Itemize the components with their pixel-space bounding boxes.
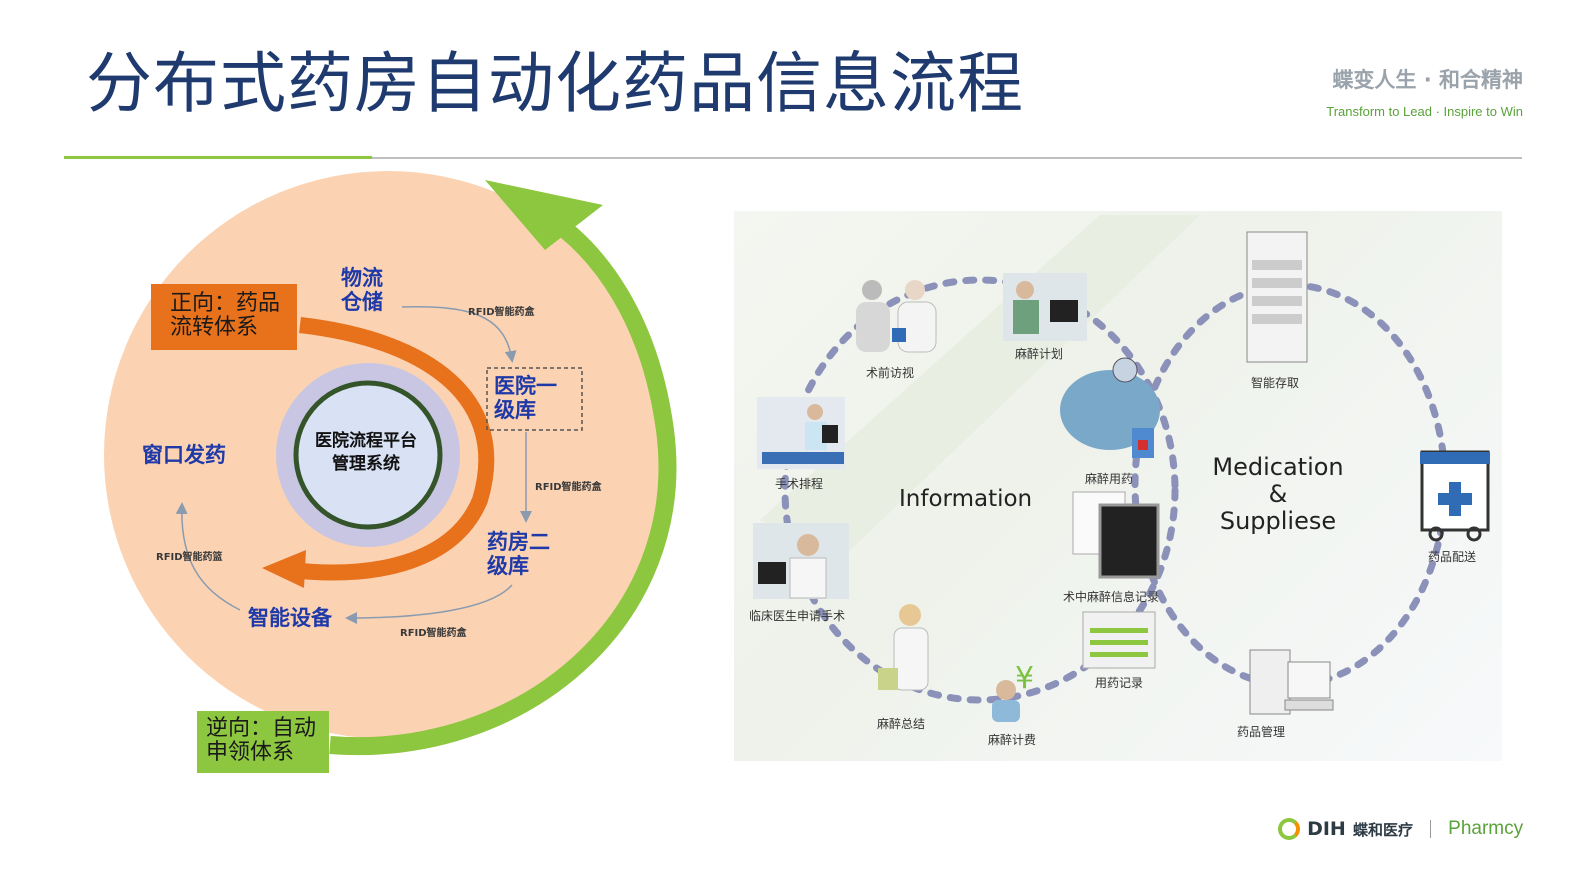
drug-delivery-icon — [1420, 450, 1490, 542]
footer-logo: DIH 蝶和医疗 Pharmcy — [1278, 818, 1523, 846]
node-logistics-line-2: 仓储 — [341, 290, 383, 314]
node-hospital-l1-line-1: 医院一 — [494, 374, 557, 398]
forward-box-label: 正向：药品 流转体系 — [170, 292, 280, 340]
forward-box — [151, 284, 297, 350]
caption-anesthesia-billing: 麻醉计费 — [988, 733, 1037, 747]
center-platform-label: 医院流程平台 管理系统 — [296, 430, 436, 476]
caption-anesthesia-drug: 麻醉用药 — [1085, 472, 1134, 486]
center-line-1: 医院流程平台 — [315, 431, 417, 451]
caption-preop-visit: 术前访视 — [866, 366, 915, 380]
forward-box-line-1: 正向：药品 — [170, 291, 281, 316]
dih-logo-icon — [1278, 818, 1300, 840]
rfid-label-a: RFID智能药盒 — [468, 307, 535, 318]
caption-smart-storage: 智能存取 — [1251, 376, 1300, 390]
medication-supplies-label: Medication & Suppliese — [1200, 454, 1356, 535]
rfid-label-b: RFID智能药盒 — [535, 482, 602, 493]
node-pharmacy-l2: 药房二 级库 — [487, 530, 550, 578]
caption-anesthesia-summary: 麻醉总结 — [877, 717, 926, 731]
forward-arc-arrow — [289, 317, 495, 581]
reverse-box — [197, 711, 329, 773]
clinician-request-icon — [753, 523, 849, 599]
forward-arrowhead — [262, 550, 306, 588]
forward-box-line-2: 流转体系 — [170, 315, 259, 340]
header-rule-accent — [64, 156, 372, 159]
caption-clinician-request: 临床医生申请手术 — [749, 609, 846, 623]
drug-record-icon — [1082, 611, 1156, 669]
center-line-2: 管理系统 — [332, 454, 400, 474]
page-title: 分布式药房自动化药品信息流程 — [86, 45, 1024, 122]
caption-intraop-record: 术中麻醉信息记录 — [1063, 590, 1160, 604]
smart-storage-icon — [1246, 231, 1308, 363]
node-window: 窗口发药 — [142, 443, 226, 467]
intraop-record-icon — [1072, 491, 1160, 579]
header-rule — [372, 157, 1522, 159]
rfid-label-c: RFID智能药盒 — [400, 628, 467, 639]
medication-line-3: Suppliese — [1219, 507, 1337, 535]
caption-drug-delivery: 药品配送 — [1428, 550, 1477, 564]
drug-management-icon — [1249, 649, 1334, 715]
medication-line-2: & — [1268, 480, 1288, 508]
anesthesia-drug-icon — [1060, 357, 1160, 458]
anesthesia-summary-icon — [878, 604, 929, 691]
node-hospital-l1: 医院一 级库 — [494, 374, 557, 422]
reverse-box-line-2: 申领体系 — [206, 740, 295, 765]
caption-drug-record: 用药记录 — [1095, 676, 1144, 690]
surgery-schedule-icon — [757, 397, 845, 469]
connector-device-to-window — [175, 502, 241, 611]
anesthesia-plan-icon — [1003, 273, 1087, 341]
slogan-chinese: 蝶变人生 · 和合精神 — [1332, 68, 1523, 92]
information-label: Information — [899, 486, 1033, 512]
caption-drug-management: 药品管理 — [1237, 725, 1286, 739]
rfid-label-d: RFID智能药篮 — [156, 552, 223, 563]
node-pharmacy-l2-line-1: 药房二 — [487, 530, 550, 554]
footer-brand-cn: 蝶和医疗 — [1352, 820, 1413, 839]
preop-visit-icon — [856, 280, 937, 353]
connector-l2-to-device — [345, 584, 513, 624]
panel-decoration — [760, 215, 1200, 560]
connector-logistics-to-l1 — [401, 306, 517, 363]
anesthesia-billing-icon: ¥ — [992, 661, 1034, 722]
center-circle — [293, 380, 443, 530]
reverse-box-line-1: 逆向：自动 — [206, 716, 317, 741]
reverse-arc-arrow — [329, 207, 677, 756]
reverse-arrowhead — [485, 180, 603, 250]
footer-brand: DIH — [1307, 818, 1346, 840]
footer-separator — [1430, 820, 1432, 838]
caption-surgery-schedule: 手术排程 — [775, 477, 824, 491]
footer-product: Pharmcy — [1448, 818, 1524, 839]
node-smart-device: 智能设备 — [248, 606, 332, 630]
information-loop — [781, 276, 1179, 704]
slogan-english: Transform to Lead · Inspire to Win — [1326, 104, 1523, 119]
reverse-box-label: 逆向：自动 申领体系 — [206, 717, 316, 765]
node-hospital-l1-line-2: 级库 — [494, 398, 536, 422]
caption-anesthesia-plan: 麻醉计划 — [1015, 347, 1064, 361]
hospital-l1-dashed-box — [486, 367, 583, 431]
yen-icon: ¥ — [1015, 661, 1034, 696]
node-pharmacy-l2-line-2: 级库 — [487, 554, 529, 578]
node-logistics-line-1: 物流 — [341, 266, 383, 290]
node-logistics: 物流 仓储 — [341, 266, 383, 314]
medication-line-1: Medication — [1212, 453, 1344, 481]
